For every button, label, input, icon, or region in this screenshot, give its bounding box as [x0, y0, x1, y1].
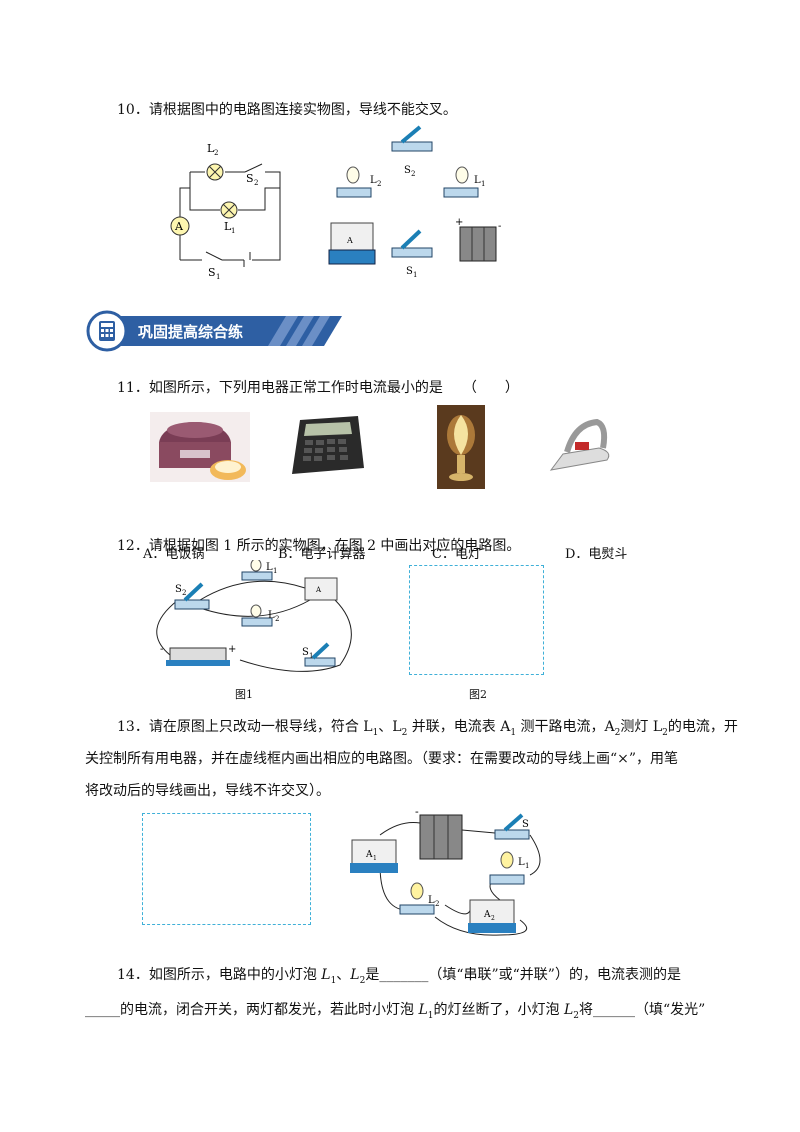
svg-text:A: A: [346, 236, 353, 245]
lamp-image: [437, 405, 485, 489]
svg-text:2: 2: [214, 149, 218, 157]
svg-text:A: A: [174, 220, 184, 233]
option-c: C．电灯: [432, 547, 481, 562]
svg-text:1: 1: [525, 862, 529, 870]
option-d: D．电熨斗: [565, 547, 628, 562]
svg-text:2: 2: [377, 180, 381, 188]
svg-text:L: L: [428, 895, 435, 906]
svg-text:2: 2: [182, 589, 186, 597]
question-14-line-1: 14．如图所示，电路中的小灯泡 L1、L2是_______（填“串联”或“并联”…: [117, 967, 681, 986]
svg-text:L: L: [474, 175, 481, 186]
svg-text:S: S: [208, 266, 216, 279]
question-13-answer-box[interactable]: [142, 813, 311, 925]
iron-image: [545, 412, 620, 476]
svg-text:S: S: [404, 165, 411, 176]
svg-text:1: 1: [373, 855, 377, 862]
svg-text:1: 1: [273, 567, 277, 575]
question-10-text: 10．请根据图中的电路图连接实物图，导线不能交叉。: [117, 102, 457, 118]
svg-text:L: L: [266, 562, 273, 573]
question-13-line-1: 13．请在原图上只改动一根导线，符合 L1、L2 并联，电流表 A1 测干路电流…: [117, 719, 738, 738]
calculator-image: [292, 416, 364, 474]
figure-2-caption: 图2: [469, 688, 487, 701]
svg-text:+: +: [455, 217, 463, 228]
svg-text:1: 1: [231, 227, 235, 235]
svg-text:S: S: [302, 647, 309, 658]
svg-text:2: 2: [411, 170, 415, 178]
question-13-line-3: 将改动后的导线画出，导线不许交叉）。: [85, 783, 330, 799]
svg-text:-: -: [498, 221, 501, 232]
question-13-line-2: 关控制所有用电器，并在虚线框内画出相应的电路图。（要求：在需要改动的导线上画“×…: [85, 751, 679, 767]
svg-text:L: L: [207, 142, 215, 155]
svg-text:A: A: [315, 586, 322, 594]
svg-text:2: 2: [435, 900, 439, 908]
svg-text:1: 1: [481, 180, 485, 188]
question-14-line-2: _____的电流，闭合开关，两灯都发光，若此时小灯泡 L1的灯丝断了，小灯泡 L…: [85, 1002, 706, 1021]
svg-text:2: 2: [254, 179, 258, 187]
svg-text:-: -: [160, 644, 163, 655]
svg-text:+: +: [228, 644, 236, 655]
svg-text:L: L: [370, 175, 377, 186]
svg-text:1: 1: [309, 652, 313, 660]
option-a: A．电饭锅: [143, 547, 205, 562]
rice-cooker-image: [150, 412, 250, 482]
svg-text:1: 1: [216, 273, 220, 280]
svg-text:S: S: [522, 819, 529, 830]
answer-paren: （ ）: [462, 380, 519, 396]
svg-text:A: A: [365, 850, 373, 860]
ammeter-symbol: [170, 216, 190, 236]
svg-text:1: 1: [413, 271, 417, 279]
svg-text:S: S: [175, 584, 182, 595]
svg-text:L: L: [518, 857, 525, 868]
svg-text:S: S: [406, 266, 413, 277]
question-12-text: 12．请根据如图 1 所示的实物图，在图 2 中画出对应的电路图。: [117, 538, 521, 554]
question-11-text: 11．如图所示，下列用电器正常工作时电流最小的是（ ）: [117, 380, 519, 396]
svg-text:2: 2: [491, 915, 495, 922]
option-b: B．电子计算器: [278, 547, 366, 562]
svg-text:L: L: [268, 610, 275, 621]
svg-text:-: -: [415, 805, 419, 818]
figure-2-answer-box[interactable]: [409, 565, 544, 675]
svg-text:A: A: [483, 910, 491, 920]
svg-text:2: 2: [275, 615, 279, 623]
svg-text:S: S: [246, 172, 254, 185]
svg-text:L: L: [224, 220, 232, 233]
banner-title: 巩固提高综合练: [138, 323, 244, 341]
section-banner: 巩固提高综合练: [86, 310, 342, 352]
figure-1-caption: 图1: [235, 688, 253, 701]
